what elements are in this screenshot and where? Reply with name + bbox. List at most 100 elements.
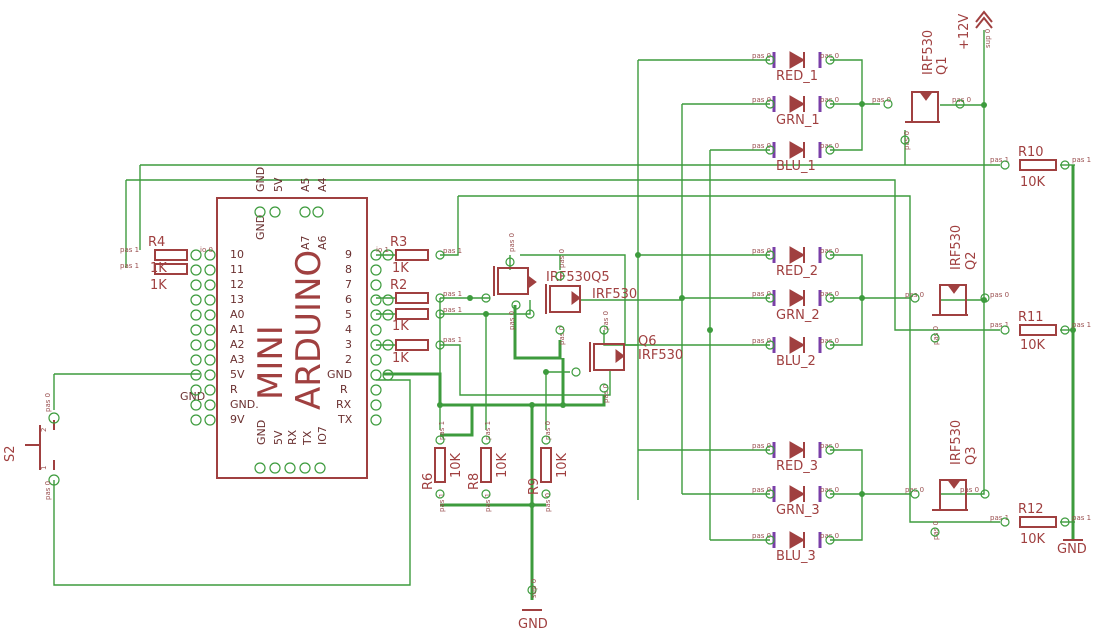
resistor-r8: R8 10K (467, 447, 510, 490)
svg-text:9: 9 (345, 248, 352, 261)
svg-text:pas 0: pas 0 (872, 96, 891, 104)
svg-text:A1: A1 (230, 323, 245, 336)
pin-tags: pas 0 pas 0 pas 0 pas 0 pas 0 pas 0 pas … (44, 52, 1091, 598)
mosfet-q6: Q6 IRF530 (589, 334, 683, 372)
svg-text:pas 1: pas 1 (484, 493, 492, 512)
svg-text:pas 1: pas 1 (1072, 321, 1091, 329)
svg-text:TX: TX (337, 413, 353, 426)
mosfet-q1: IRF530 Q1 (905, 30, 950, 123)
svg-text:10K: 10K (1020, 338, 1046, 353)
svg-text:pas 0: pas 0 (752, 337, 771, 345)
svg-text:RED_2: RED_2 (776, 264, 818, 279)
arduino-label-mini: MINI (251, 325, 291, 400)
svg-text:IRF530: IRF530 (638, 348, 683, 363)
svg-text:pas 0: pas 0 (960, 486, 979, 494)
svg-text:1K: 1K (392, 319, 409, 334)
led-grn-3: GRN_3 (772, 485, 822, 518)
svg-text:BLU_3: BLU_3 (776, 549, 816, 564)
svg-text:A2: A2 (230, 338, 245, 351)
svg-text:pas 0: pas 0 (752, 290, 771, 298)
svg-text:1K: 1K (150, 278, 167, 293)
svg-text:5: 5 (345, 308, 352, 321)
svg-text:A0: A0 (230, 308, 245, 321)
resistor-r4: R4 1K (148, 235, 188, 276)
svg-text:pas 0: pas 0 (903, 131, 911, 150)
gnd-right: GND (1057, 539, 1087, 557)
bold-wires (383, 165, 1075, 600)
svg-text:GND: GND (254, 215, 267, 240)
svg-text:3: 3 (345, 338, 352, 351)
svg-text:12: 12 (230, 278, 244, 291)
led-group-1: RED_1 GRN_1 BLU_1 (772, 51, 822, 174)
led-blu-3: BLU_3 (772, 531, 822, 564)
svg-text:10K: 10K (449, 452, 464, 478)
svg-text:11: 11 (230, 263, 244, 276)
svg-text:pas 1: pas 1 (990, 321, 1009, 329)
svg-text:10K: 10K (1020, 175, 1046, 190)
svg-text:+12V: +12V (957, 14, 972, 50)
svg-text:RX: RX (286, 429, 299, 445)
svg-text:sup 0: sup 0 (984, 29, 992, 48)
svg-text:10K: 10K (495, 452, 510, 478)
wires (53, 30, 1075, 586)
svg-text:A3: A3 (230, 353, 245, 366)
svg-text:5V: 5V (272, 177, 285, 192)
svg-text:pas 0: pas 0 (44, 481, 52, 500)
svg-text:IRF530: IRF530 (592, 287, 637, 302)
svg-text:GND: GND (1057, 542, 1087, 557)
led-blu-1: BLU_1 (772, 141, 822, 174)
arduino-top-bottom-pads (254, 206, 326, 474)
resistor-r9: R9 10K (527, 447, 570, 495)
svg-text:GRN_2: GRN_2 (776, 308, 820, 323)
power-12v: +12V sup 0 (957, 10, 993, 50)
svg-text:IRF530Q5: IRF530Q5 (546, 270, 610, 285)
svg-text:pas 0: pas 0 (932, 521, 940, 540)
svg-text:Q6: Q6 (638, 334, 657, 349)
svg-text:GND: GND (518, 617, 548, 632)
led-group-3: RED_3 GRN_3 BLU_3 (772, 441, 822, 564)
svg-text:pas 1: pas 1 (438, 421, 446, 440)
svg-text:R: R (340, 383, 348, 396)
svg-text:IRF530: IRF530 (921, 30, 936, 75)
arduino-right-pins: 9 8 7 6 5 4 3 2 GND R RX TX (327, 248, 353, 426)
svg-text:A6: A6 (316, 235, 329, 250)
arduino-bottom-pins: GND 5V RX TX IO7 (255, 420, 329, 446)
svg-text:Q1: Q1 (935, 56, 950, 75)
svg-text:pas 1: pas 1 (484, 421, 492, 440)
svg-text:10K: 10K (1020, 532, 1046, 547)
svg-text:S2: S2 (3, 445, 18, 462)
resistor-r5: 1K (150, 263, 188, 293)
svg-text:R9: R9 (527, 478, 542, 495)
svg-text:pas 0: pas 0 (752, 96, 771, 104)
led-red-2: RED_2 (772, 246, 822, 279)
svg-text:6: 6 (345, 293, 352, 306)
svg-text:GND: GND (255, 420, 268, 445)
svg-text:IO7: IO7 (316, 426, 329, 445)
svg-text:TX: TX (301, 430, 314, 446)
svg-text:RED_3: RED_3 (776, 459, 818, 474)
svg-text:pas 0: pas 0 (752, 52, 771, 60)
svg-text:RED_1: RED_1 (776, 69, 818, 84)
arduino-left-gnd: GND (180, 390, 205, 403)
svg-text:A5: A5 (299, 177, 312, 192)
arduino-right-pads (370, 249, 394, 426)
svg-text:A4: A4 (316, 177, 329, 192)
mosfet-q4: IRF530Q5 (493, 266, 610, 296)
svg-text:pas 0: pas 0 (508, 311, 516, 330)
svg-text:5V: 5V (272, 430, 285, 445)
svg-text:GND.: GND. (230, 398, 259, 411)
resistor-r11: R11 10K (1018, 310, 1057, 353)
svg-text:pas 0: pas 0 (752, 442, 771, 450)
svg-text:io 0: io 0 (200, 246, 213, 254)
led-blu-2: BLU_2 (772, 336, 822, 369)
svg-text:pas 0: pas 0 (752, 247, 771, 255)
arduino-body (216, 197, 368, 479)
svg-text:R3: R3 (390, 235, 407, 250)
svg-text:pas 0: pas 0 (752, 532, 771, 540)
resistor-r12: R12 10K (1018, 502, 1057, 547)
svg-text:R: R (230, 383, 238, 396)
svg-text:4: 4 (345, 323, 352, 336)
svg-text:10K: 10K (555, 452, 570, 478)
svg-text:sup 0: sup 0 (530, 579, 538, 598)
svg-text:7: 7 (345, 278, 352, 291)
